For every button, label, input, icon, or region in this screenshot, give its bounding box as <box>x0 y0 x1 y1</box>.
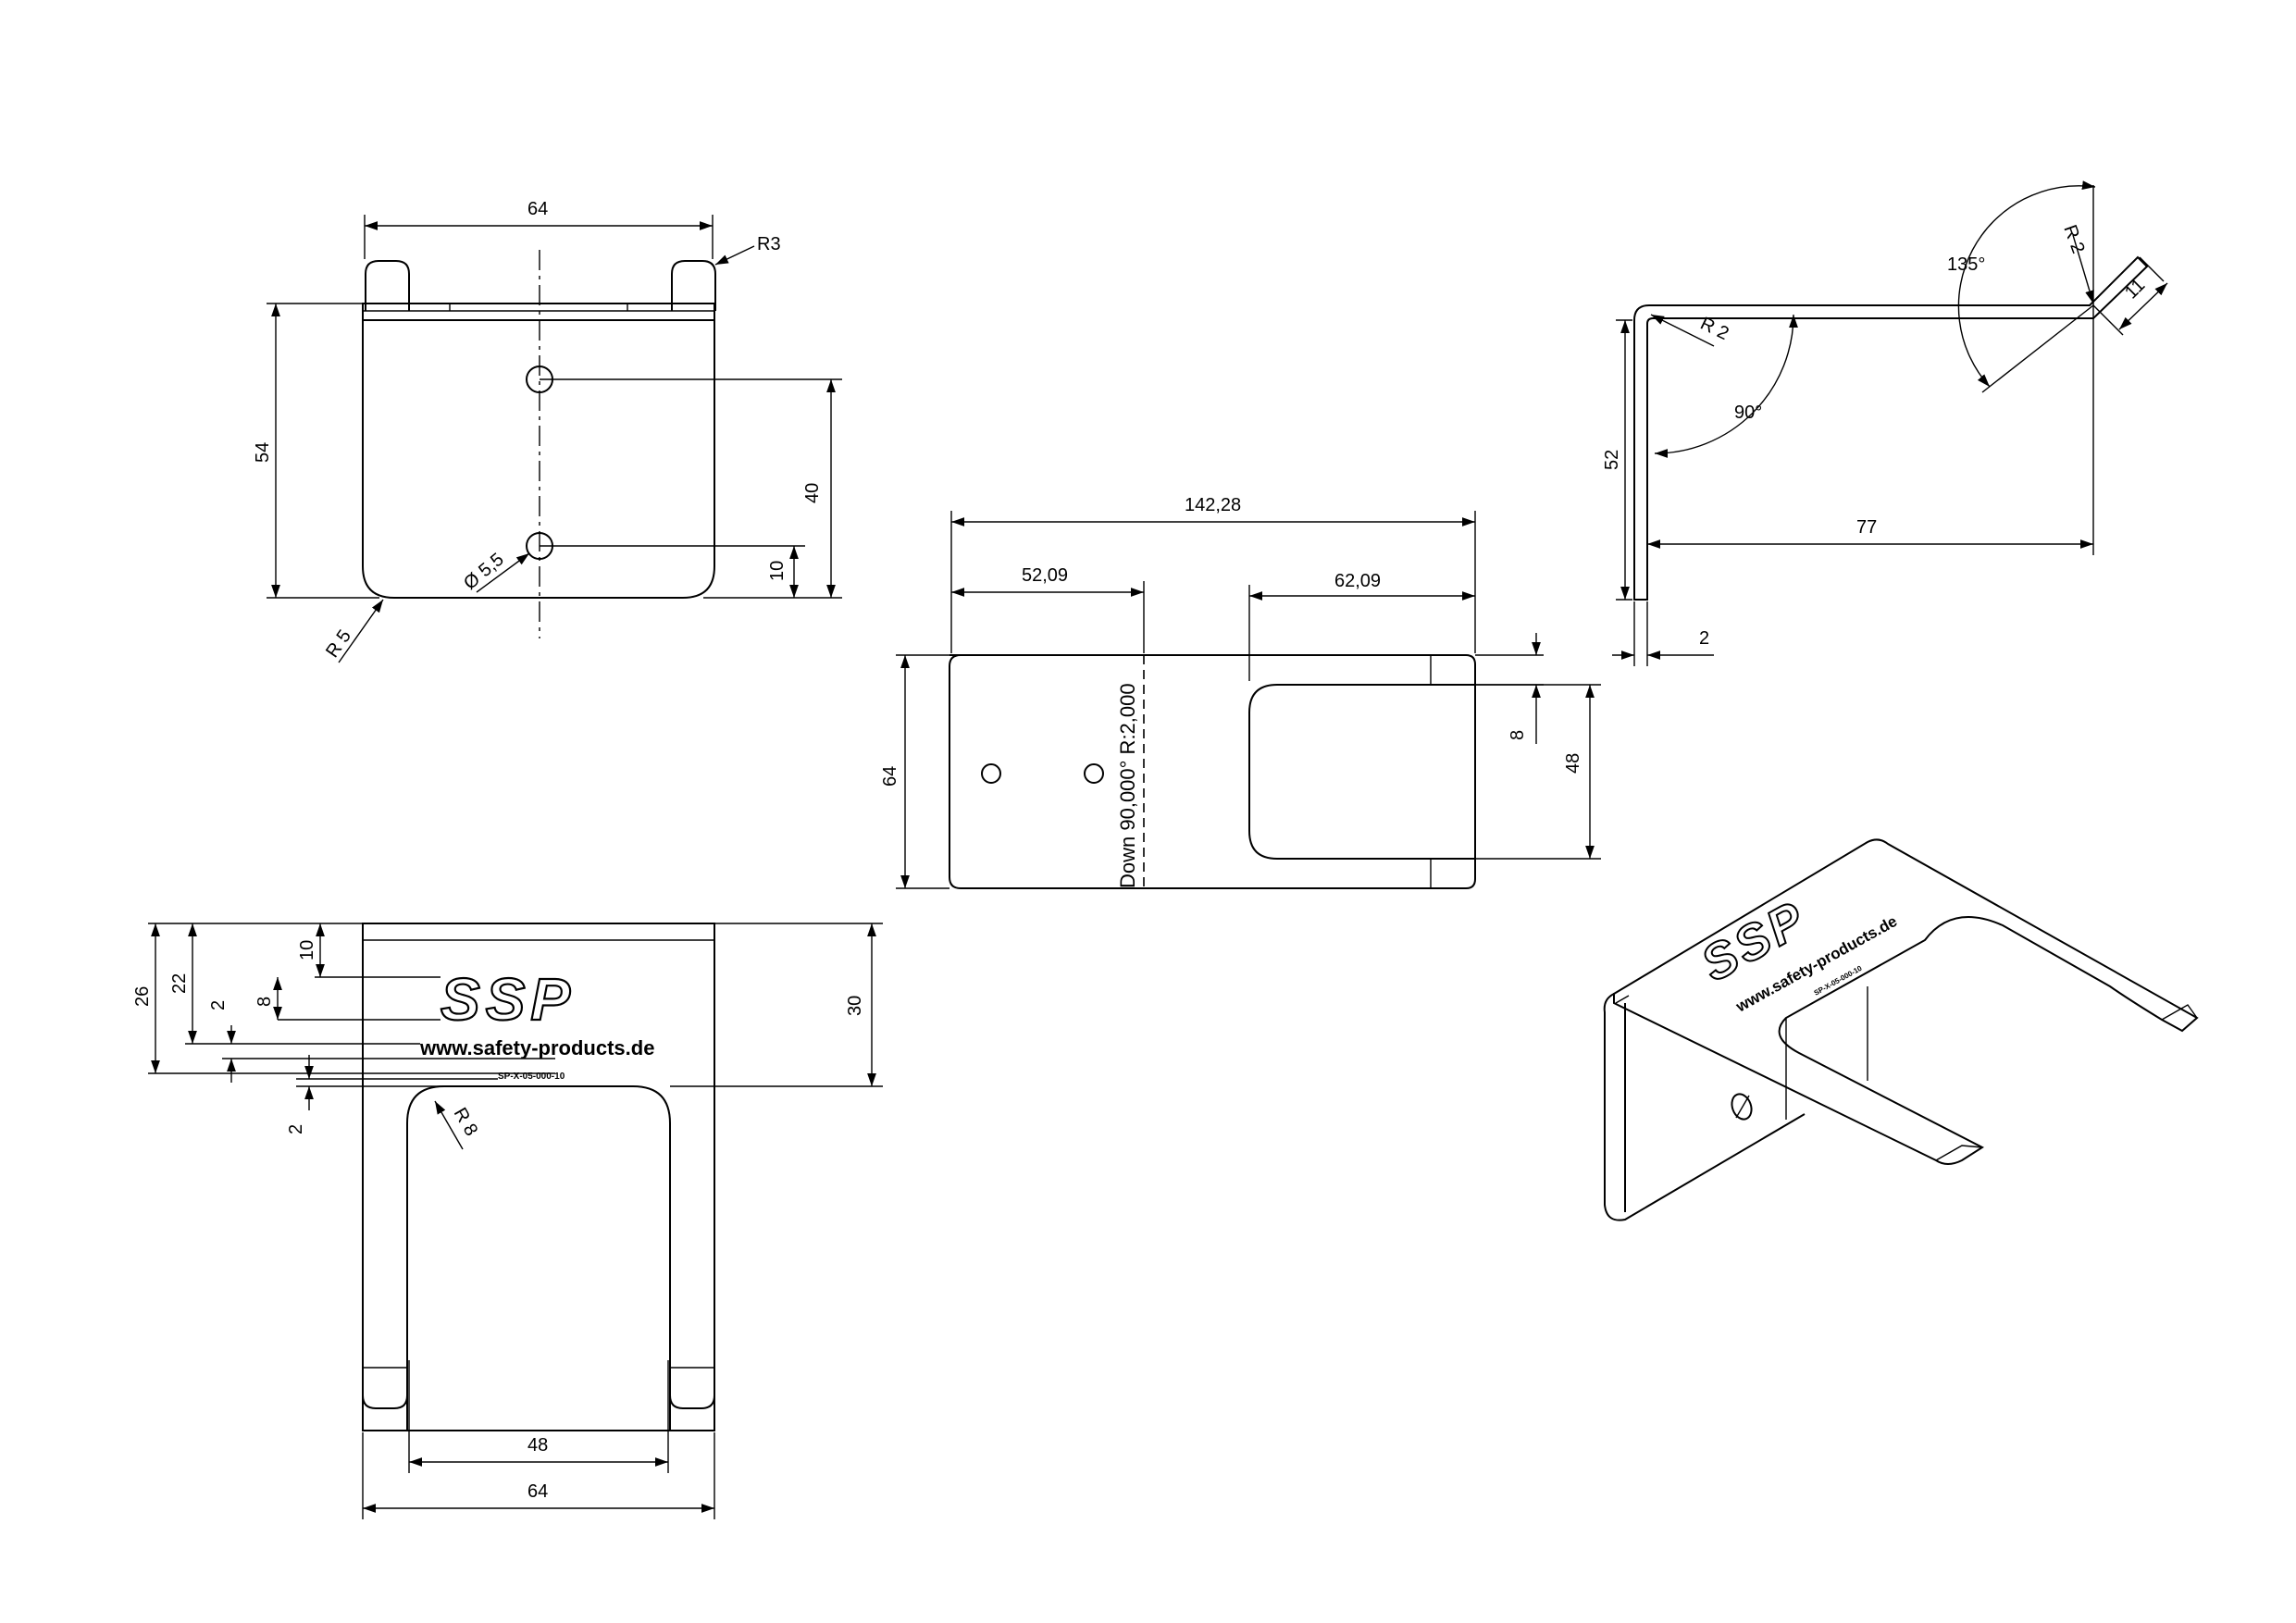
dim-width: 64 <box>880 766 900 787</box>
dim-hole-spacing: 40 <box>802 483 823 503</box>
dim-2-upper: 2 <box>208 1000 229 1010</box>
dim-30: 30 <box>845 996 865 1016</box>
dim-tab-width: 8 <box>1508 730 1528 740</box>
dim-width: 64 <box>527 199 548 219</box>
dim-height: 54 <box>253 442 273 463</box>
dim-length: 77 <box>1856 517 1877 538</box>
dim-hole-offset: 10 <box>767 561 788 581</box>
dim-2-lower: 2 <box>286 1124 306 1134</box>
website-engraving: www.safety-products.de <box>419 1036 654 1059</box>
flat-hole-right <box>1084 763 1104 784</box>
top-slot <box>406 1085 671 1431</box>
right-tab <box>671 260 716 311</box>
flat-pattern-view: Down 90,000° R:2,000 142,28 52,09 62,09 … <box>880 495 1601 889</box>
dim-left-length: 52,09 <box>1022 565 1068 586</box>
top-view-outline <box>362 923 715 1431</box>
iso-front-plate <box>1603 993 1806 1221</box>
top-left-tab <box>362 1357 408 1409</box>
dim-8: 8 <box>254 997 275 1007</box>
dim-tab-radius: R3 <box>757 234 781 254</box>
top-right-tab <box>669 1357 715 1409</box>
dim-total-length: 142,28 <box>1185 495 1241 515</box>
side-view: 52 77 2 90° R 2 135° R 2 11 <box>1602 180 2168 666</box>
left-tab <box>365 260 410 311</box>
flat-hole-left <box>981 763 1001 784</box>
dim-thickness: 2 <box>1699 628 1709 649</box>
dim-tip-length: 11 <box>2121 275 2149 303</box>
dim-right-length: 62,09 <box>1334 571 1381 591</box>
flat-slot <box>1248 684 1475 860</box>
dim-overall-width: 64 <box>527 1481 548 1502</box>
top-view: SSP www.safety-products.de SP-X-05-000-1… <box>132 923 883 1519</box>
flat-pattern-outline <box>949 654 1476 889</box>
part-number-engraving: SP-X-05-000-10 <box>498 1072 565 1082</box>
dim-corner-radius: R 5 <box>322 626 355 662</box>
ssp-logo: SSP <box>441 966 576 1033</box>
iso-hole <box>1731 1093 1753 1121</box>
dim-10: 10 <box>297 940 317 960</box>
front-view: 64 R3 54 40 10 Ø 5,5 R 5 <box>253 199 842 663</box>
dim-angle-bend: 135° <box>1947 254 1985 275</box>
dim-26: 26 <box>132 986 153 1007</box>
dim-22: 22 <box>169 973 190 994</box>
bend-note: Down 90,000° R:2,000 <box>1116 683 1139 888</box>
front-view-outline <box>362 303 715 599</box>
iso-top-plate <box>1613 838 2199 1165</box>
dim-slot-width: 48 <box>527 1435 548 1456</box>
side-profile-outer <box>1633 255 2149 601</box>
isometric-view: SSP www.safety-products.de SP-X-05-000-1… <box>1603 838 2199 1221</box>
dim-slot-width: 48 <box>1563 753 1583 774</box>
dim-height: 52 <box>1602 450 1622 470</box>
dim-tip-radius: R 2 <box>2059 222 2088 256</box>
dim-angle-main: 90° <box>1734 403 1762 423</box>
